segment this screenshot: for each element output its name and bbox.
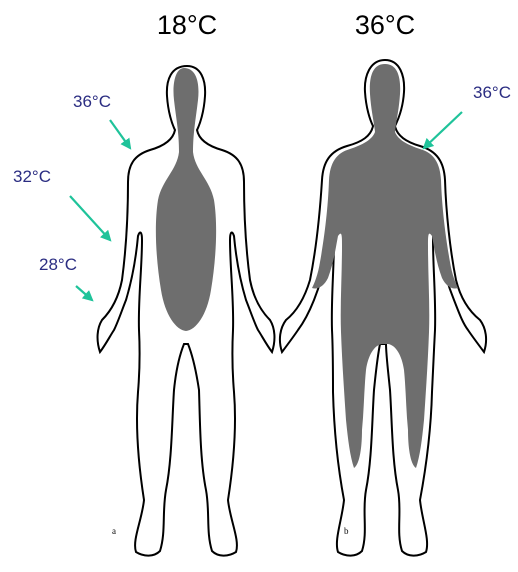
figure-a-label-36c: 36°C (73, 92, 111, 111)
figure-a-arrow-28c (76, 286, 92, 300)
figure-b-label-36c: 36°C (473, 83, 511, 102)
figure-a-label-32c: 32°C (13, 167, 51, 186)
figure-a-arrow-32c (70, 196, 110, 240)
figure-a-panel-letter: a (112, 526, 116, 536)
figure-a-arrow-36c (110, 120, 130, 148)
figure-b: 36°C 36°C b (280, 10, 511, 556)
figure-a: 18°C 36°C 32°C 28°C a (13, 10, 274, 556)
figure-a-title: 18°C (157, 10, 217, 40)
figure-b-arrow-36c (424, 112, 462, 148)
figure-a-core-region (156, 68, 216, 331)
figure-a-label-28c: 28°C (39, 255, 77, 274)
figure-b-title: 36°C (355, 10, 415, 40)
figure-b-panel-letter: b (344, 526, 349, 536)
